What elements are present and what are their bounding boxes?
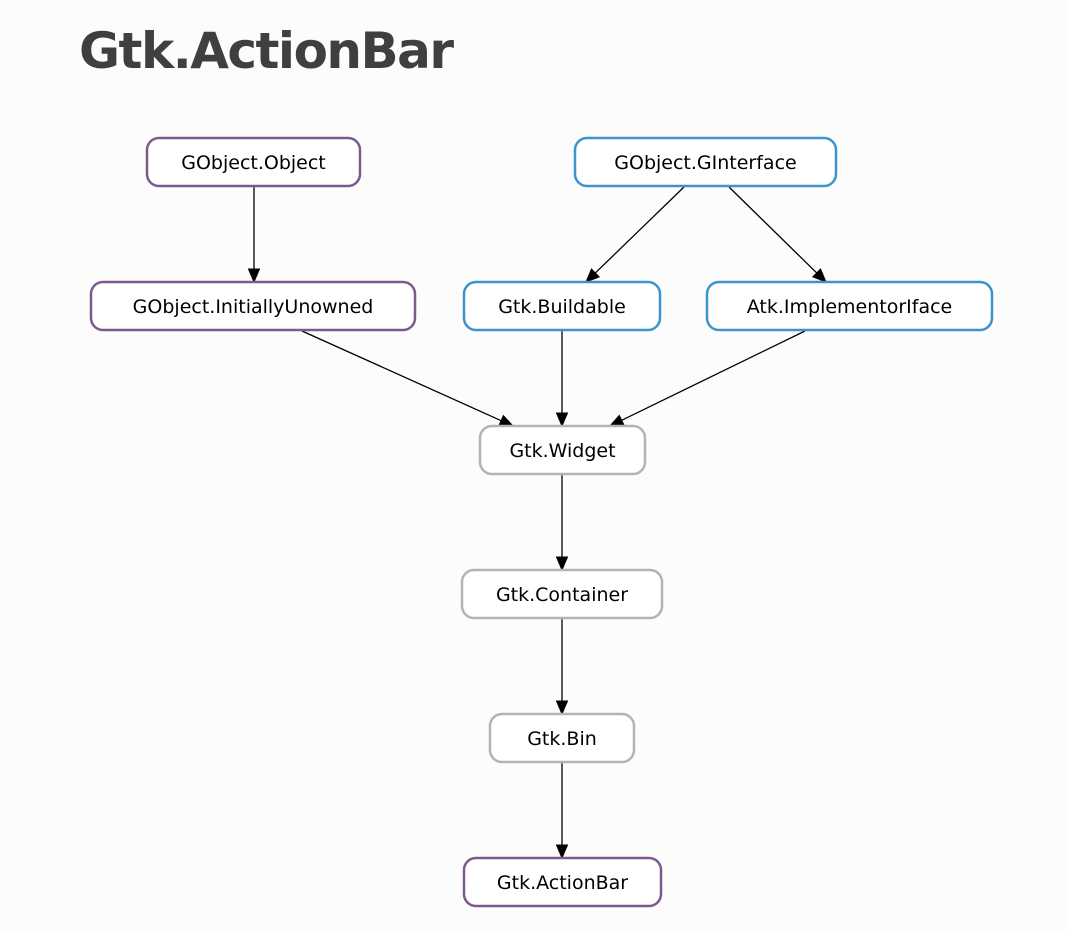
node-label: Gtk.Bin [527,728,597,750]
node-gtk-container[interactable]: Gtk.Container [460,568,664,620]
arrowhead-icon [555,700,569,716]
page-title: Gtk.ActionBar [79,22,454,80]
edge-atk-implementoriface-to-gtk-widget [608,330,806,427]
node-label: Gtk.Buildable [498,296,626,318]
edge-gtk-widget-to-gtk-container [555,475,569,572]
node-box[interactable] [488,712,636,764]
node-gtk-buildable[interactable]: Gtk.Buildable [462,280,662,332]
arrowhead-icon [585,268,601,283]
node-label: Gtk.Widget [509,440,615,462]
node-label: Gtk.ActionBar [497,872,628,894]
node-gtk-bin[interactable]: Gtk.Bin [488,712,636,764]
node-label: GObject.Object [181,152,326,174]
node-gobject-ginterface[interactable]: GObject.GInterface [573,136,838,188]
node-label: Atk.ImplementorIface [747,296,953,318]
node-gobject-initiallyunowned[interactable]: GObject.InitiallyUnowned [89,280,417,332]
edge-line [301,330,502,422]
node-gobject-object[interactable]: GObject.Object [145,136,362,188]
edge-gobject-initiallyunowned-to-gtk-widget [301,330,515,427]
edge-gobject-ginterface-to-gtk-buildable [585,186,685,283]
edge-gtk-buildable-to-gtk-widget [555,331,569,428]
arrowhead-icon [498,414,515,427]
node-box[interactable] [705,280,994,332]
arrowhead-icon [811,268,827,283]
node-gtk-actionbar[interactable]: Gtk.ActionBar [462,856,663,908]
arrowhead-icon [555,556,569,572]
node-box[interactable] [145,136,362,188]
node-label: Gtk.Container [496,584,628,606]
node-box[interactable] [462,856,663,908]
arrowhead-icon [247,268,261,284]
node-gtk-widget[interactable]: Gtk.Widget [478,424,647,476]
edge-gtk-container-to-gtk-bin [555,619,569,716]
node-box[interactable] [573,136,838,188]
edge-line [594,186,685,274]
edge-gobject-object-to-gobject-initiallyunowned [247,187,261,284]
edge-gtk-bin-to-gtk-actionbar [555,763,569,860]
arrowhead-icon [555,412,569,428]
edge-line [728,186,818,274]
node-box[interactable] [89,280,417,332]
node-atk-implementoriface[interactable]: Atk.ImplementorIface [705,280,994,332]
arrowhead-icon [608,414,625,427]
arrowhead-icon [555,844,569,860]
node-box[interactable] [460,568,664,620]
node-label: GObject.GInterface [614,152,796,174]
node-box[interactable] [462,280,662,332]
node-box[interactable] [478,424,647,476]
edge-line [621,330,806,421]
edges-layer [247,186,827,860]
node-label: GObject.InitiallyUnowned [133,296,374,318]
edge-gobject-ginterface-to-atk-implementoriface [728,186,827,283]
nodes-layer: GObject.Object GObject.GInterfaceGObject.… [89,136,994,908]
